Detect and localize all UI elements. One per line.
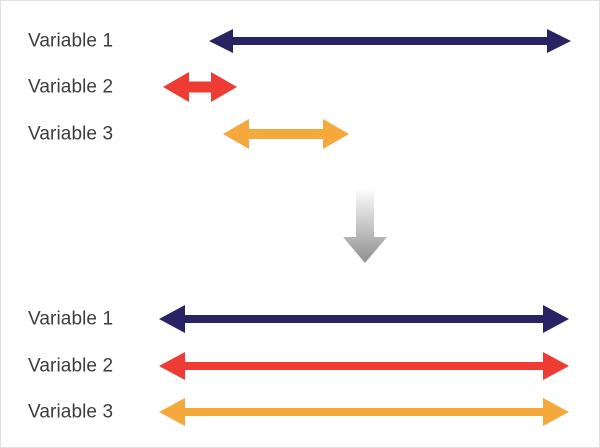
bottom-arrow-variable-3	[159, 398, 569, 426]
down-arrow-icon	[343, 189, 387, 263]
top-arrow-variable-2	[163, 72, 237, 102]
bottom-label-variable-3: Variable 3	[28, 401, 114, 423]
top-arrow-variable-3	[223, 119, 349, 149]
top-label-variable-2: Variable 2	[28, 76, 114, 98]
top-label-variable-1: Variable 1	[28, 30, 114, 52]
down-arrow-shape	[343, 189, 387, 263]
top-arrow-group	[163, 29, 571, 149]
bottom-arrow-group	[159, 305, 569, 426]
bottom-arrow-variable-2	[159, 352, 569, 380]
bottom-label-variable-1: Variable 1	[28, 308, 114, 330]
bottom-label-variable-2: Variable 2	[28, 355, 114, 377]
top-arrow-variable-1	[209, 29, 571, 53]
top-label-variable-3: Variable 3	[28, 123, 114, 145]
bottom-arrow-variable-1	[159, 305, 569, 333]
